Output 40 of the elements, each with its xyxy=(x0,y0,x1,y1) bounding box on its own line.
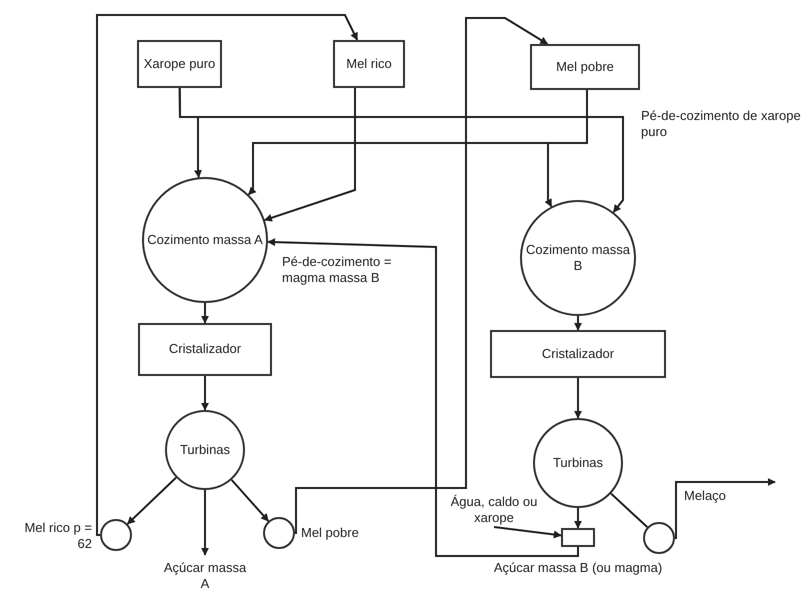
tank-circle xyxy=(643,522,675,554)
node-label: Xarope puro xyxy=(144,56,216,72)
flow-arrow xyxy=(294,17,548,534)
process-box xyxy=(490,330,666,378)
mixer-box xyxy=(561,528,595,547)
flow-arrow xyxy=(230,479,270,522)
node-label: Mel rico xyxy=(346,56,392,72)
flow-arrow xyxy=(674,478,776,539)
node-label: Cozimento massa B xyxy=(524,242,632,274)
node-label: Cozimento massa A xyxy=(147,232,263,248)
flow-arrow xyxy=(574,316,582,331)
flow-arrow xyxy=(574,378,582,419)
stream-label: Melaço xyxy=(684,488,727,504)
flow-arrow xyxy=(574,508,582,529)
tank-circle xyxy=(263,517,295,549)
node-label: Turbinas xyxy=(180,442,230,458)
node-label: Cristalizador xyxy=(168,341,242,358)
node-label: Turbinas xyxy=(552,454,604,472)
flow-arrow xyxy=(126,476,177,525)
node-label: Mel pobre xyxy=(556,58,614,76)
flow-arrow xyxy=(493,526,562,538)
process-box xyxy=(333,40,405,88)
flow-arrow xyxy=(96,14,358,536)
stream-label: Açúcar massa B (ou magma) xyxy=(492,560,664,576)
stream-label: Água, caldo ou xarope xyxy=(450,494,538,526)
stream-label: Mel rico p = 62 xyxy=(23,520,92,552)
flow-arrow xyxy=(267,238,579,557)
flow-arrow xyxy=(201,490,209,556)
flow-arrow xyxy=(201,303,209,324)
stream-label: Açúcar massa A xyxy=(162,560,248,592)
node-label: Cristalizador xyxy=(542,346,614,362)
process-box xyxy=(137,40,222,88)
process-box xyxy=(138,323,272,376)
process-box xyxy=(530,44,640,90)
note-text: Pé-de-cozimento de xarope puro xyxy=(641,108,802,140)
tank-circle xyxy=(100,519,132,551)
flow-arrow xyxy=(201,376,209,411)
stream-label: Mel pobre xyxy=(301,525,360,542)
flow-arrow xyxy=(264,87,356,222)
flow-arrow xyxy=(178,88,624,213)
